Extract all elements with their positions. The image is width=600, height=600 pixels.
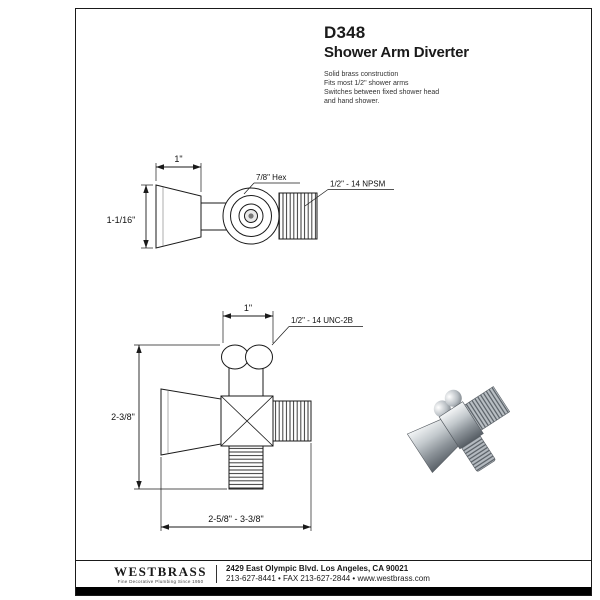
- front-view-dimensions: [134, 311, 363, 531]
- product-title: Shower Arm Diverter: [324, 44, 469, 61]
- spec-sheet: D348 Shower Arm Diverter Solid brass con…: [75, 8, 592, 596]
- brand-tagline: Fine Decorative Plumbing Since 1950: [117, 578, 204, 584]
- side-view-dimensions: [141, 163, 394, 249]
- description-line-3: Switches between fixed shower head: [324, 89, 440, 96]
- side-threaded-nipple: [272, 400, 312, 442]
- bottom-threaded-nipple: [228, 445, 264, 490]
- description-line-2: Fits most 1/2" shower arms: [324, 80, 409, 87]
- side-view-drawing: 1" 1-1/16" 7/8" Hex 1/2" - 14 NPSM: [107, 154, 394, 249]
- swivel-ball-left: [221, 344, 249, 370]
- description-line-4: and hand shower.: [324, 98, 380, 105]
- title-block: D348 Shower Arm Diverter Solid brass con…: [324, 23, 579, 106]
- brand-wordmark: WESTBRASS: [114, 563, 207, 579]
- sheet-content: D348 Shower Arm Diverter Solid brass con…: [76, 9, 591, 561]
- diverter-knob-outline: [160, 388, 222, 456]
- thread-label: 1/2" - 14 NPSM: [330, 180, 386, 189]
- dim-width-top-label: 1": [244, 303, 252, 313]
- threaded-nipple: [278, 192, 318, 240]
- side-view-parts: [155, 184, 318, 249]
- front-view-drawing: 1" 1/2" - 14 UNC-2B 2-3/8" 2-5/8" - 3-3/…: [111, 303, 363, 531]
- hex-label: 7/8" Hex: [256, 173, 286, 182]
- product-description: Solid brass construction Fits most 1/2" …: [324, 70, 579, 106]
- product-code: D348: [324, 23, 366, 42]
- contact-block: 2429 East Olympic Blvd. Los Angeles, CA …: [226, 564, 430, 584]
- swivel-ball-right: [245, 344, 273, 370]
- center-dot: [248, 213, 254, 219]
- front-view-parts: [160, 344, 312, 490]
- body-cross-2: [220, 395, 274, 447]
- dim-width-label: 1": [174, 154, 182, 164]
- sheet-footer: WESTBRASS Fine Decorative Plumbing Since…: [76, 561, 591, 587]
- westbrass-logo: WESTBRASS Fine Decorative Plumbing Since…: [114, 565, 207, 584]
- photo-side-thread: [464, 386, 511, 431]
- bottom-bar: [76, 587, 591, 595]
- footer-divider: [215, 565, 217, 583]
- description-line-1: Solid brass construction: [324, 71, 399, 78]
- dim-height-label: 1-1/16": [107, 215, 136, 225]
- address-line: 2429 East Olympic Blvd. Los Angeles, CA …: [225, 564, 409, 573]
- contact-line: 213-627-8441 • FAX 213-627-2844 • www.we…: [225, 574, 430, 583]
- thread-label: 1/2" - 14 UNC-2B: [291, 316, 353, 325]
- diverter-knob-outline: [155, 184, 202, 249]
- product-photo-3d: [406, 386, 511, 474]
- photo-ball-2: [444, 389, 462, 407]
- dim-width-bottom-label: 2-5/8" - 3-3/8": [208, 514, 263, 524]
- product-photo-assembly: [406, 386, 511, 474]
- dim-height-label: 2-3/8": [111, 412, 135, 422]
